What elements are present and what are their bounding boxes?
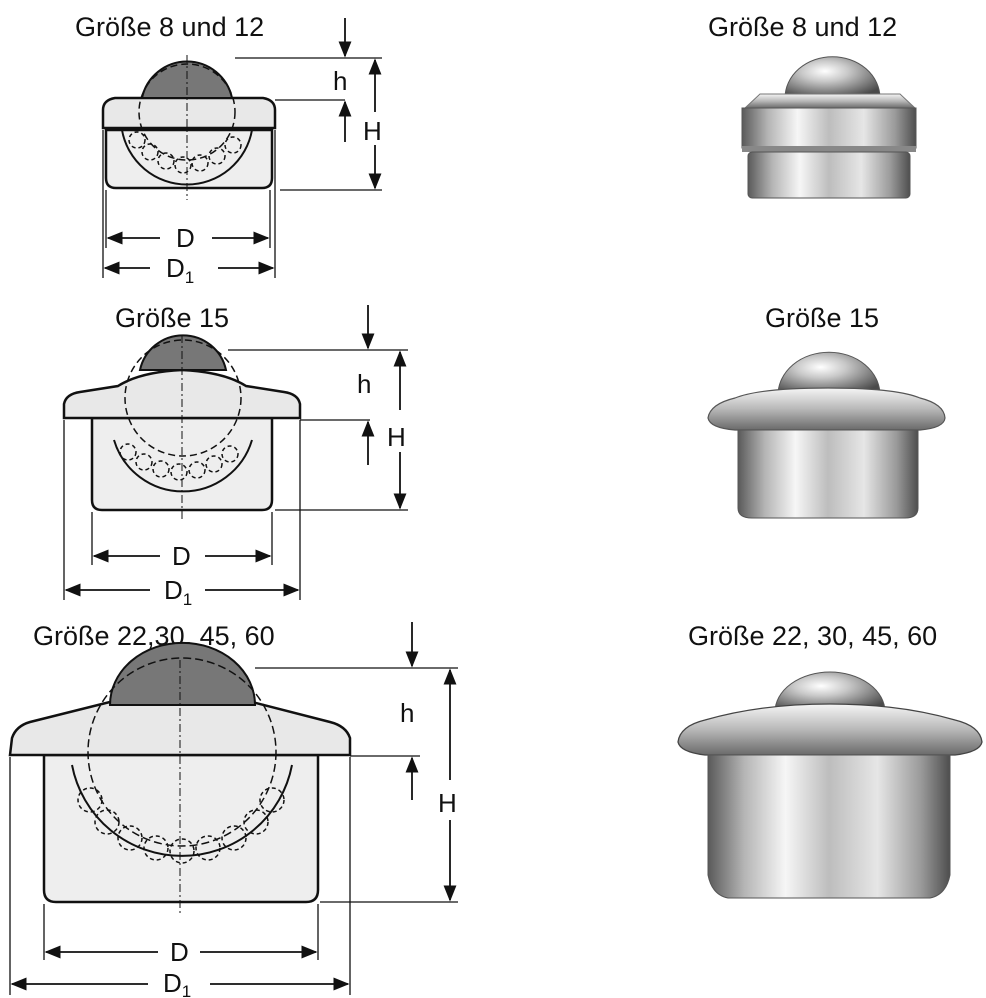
dim-H-3: H	[438, 788, 457, 818]
housing-body-3	[42, 753, 320, 904]
dim-D1-2: D1	[164, 575, 192, 609]
dim-D1-3: D1	[163, 968, 191, 998]
photo-title-1: Größe 8 und 12	[708, 12, 897, 42]
dim-h-3: h	[400, 698, 414, 728]
drawing-size-15: Größe 15 h H D D1	[62, 303, 408, 609]
dim-H-2: H	[387, 422, 406, 452]
dim-h-1: h	[333, 66, 347, 96]
photo-title-3: Größe 22, 30, 45, 60	[688, 621, 937, 651]
bearing-balls-3	[77, 787, 285, 864]
dim-D-1: D	[176, 223, 195, 253]
housing-flange-1	[101, 96, 277, 130]
drawing-size-22-30-45-60: Größe 22,30, 45, 60 h H D D1	[8, 621, 458, 998]
bearing-balls-2	[119, 443, 239, 481]
photo-size-15: Größe 15	[707, 303, 946, 519]
dim-H-1: H	[363, 116, 382, 146]
ball-1	[140, 60, 234, 99]
ball-2	[138, 334, 228, 371]
ball-3	[108, 641, 257, 706]
dim-D1-1: D1	[166, 253, 194, 287]
dim-h-2: h	[357, 369, 371, 399]
drawing-title-2: Größe 15	[115, 303, 229, 333]
drawing-size-8-12: Größe 8 und 12 h H D D1	[75, 12, 382, 287]
photo-title-2: Größe 15	[765, 303, 879, 333]
photo-size-22-30-45-60: Größe 22, 30, 45, 60	[677, 621, 983, 899]
ball-outline-dashed-1	[138, 63, 236, 161]
bearing-balls-1	[128, 131, 242, 174]
photo-size-8-12: Größe 8 und 12	[708, 12, 917, 199]
drawing-title-3: Größe 22,30, 45, 60	[33, 621, 275, 651]
dim-D-3: D	[170, 937, 189, 967]
drawing-title-1: Größe 8 und 12	[75, 12, 264, 42]
dim-D-2: D	[172, 541, 191, 571]
